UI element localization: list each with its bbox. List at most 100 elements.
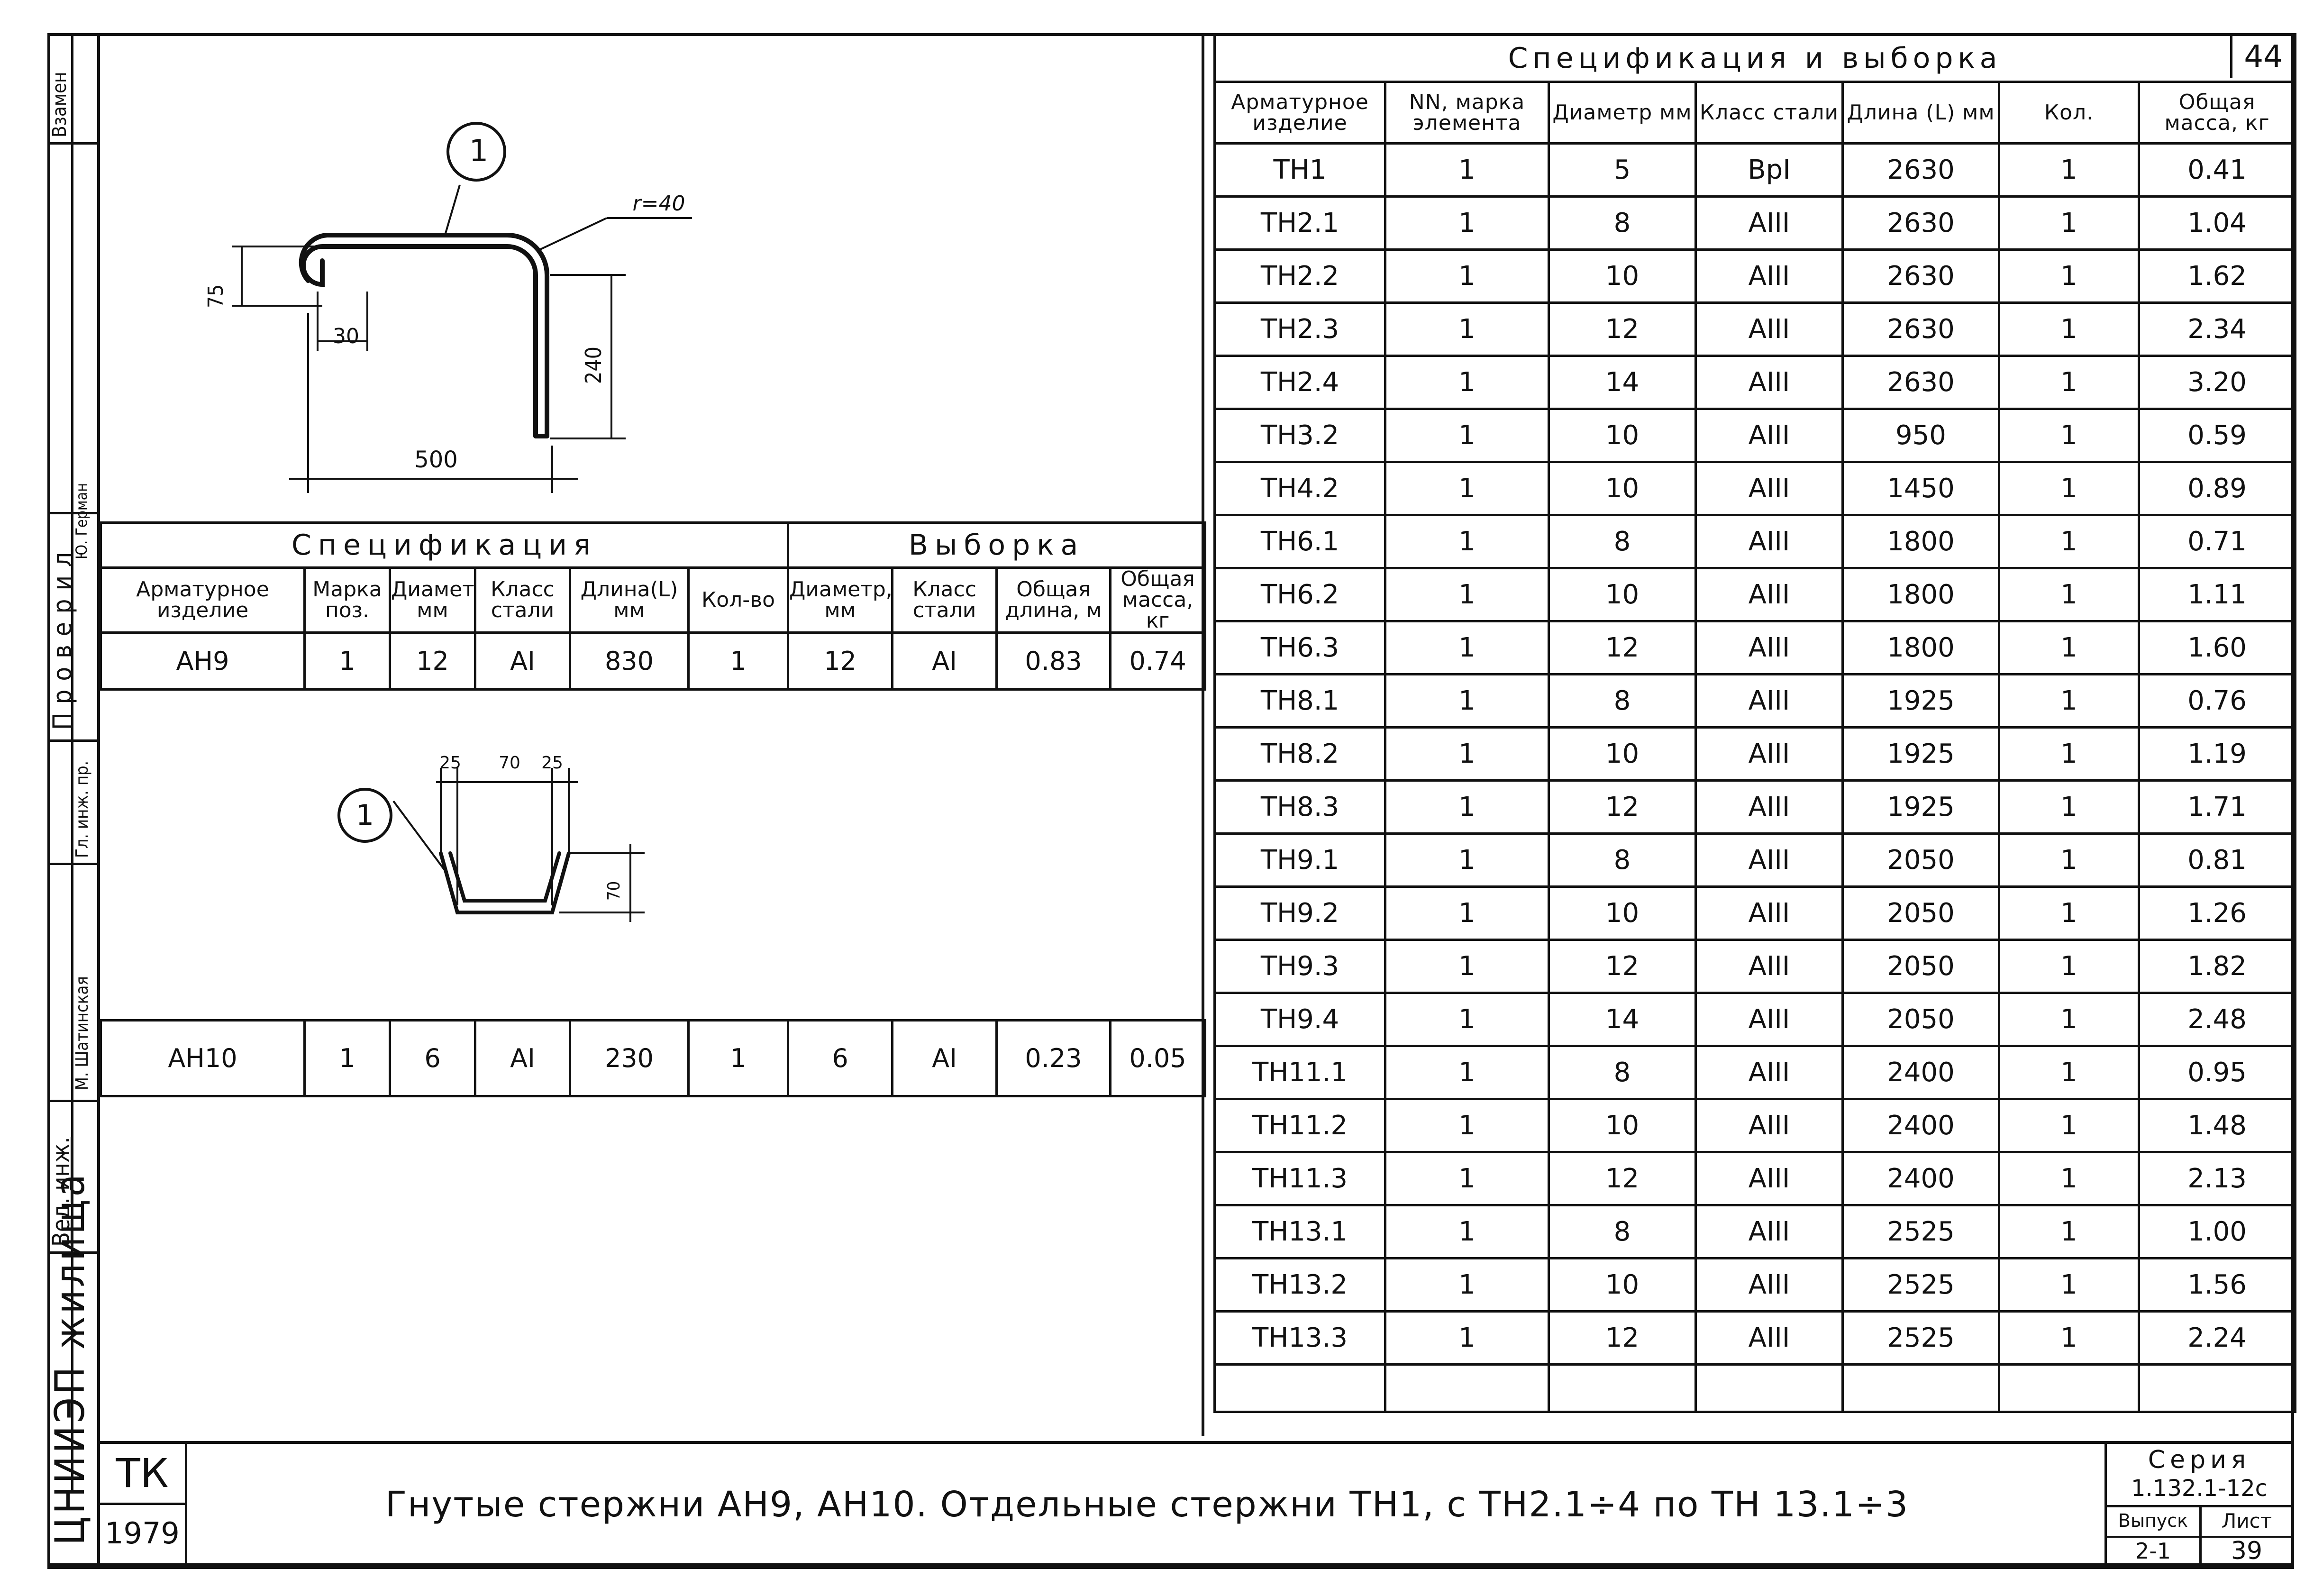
cell-element-number: 1 bbox=[1384, 461, 1550, 516]
table-cell: 830 bbox=[569, 631, 690, 691]
cell-item-mark: ТН6.2 bbox=[1213, 567, 1386, 622]
table-cell: 6 bbox=[787, 1019, 893, 1097]
cell-quantity: 1 bbox=[1998, 195, 2140, 251]
cell-length: 2525 bbox=[1841, 1310, 2000, 1366]
cell-total-mass: 1.19 bbox=[2137, 726, 2297, 782]
bar-an10-drawing bbox=[337, 768, 645, 922]
stamp-line bbox=[47, 512, 100, 514]
cell-element-number: 1 bbox=[1384, 726, 1550, 782]
col-header: Кол-во bbox=[687, 566, 790, 634]
title-block-org-line bbox=[97, 1503, 187, 1505]
cell-length: 2400 bbox=[1841, 1151, 2000, 1206]
title-block-top bbox=[97, 1441, 2294, 1444]
cell-diameter: 12 bbox=[1548, 939, 1697, 994]
cell-quantity: 1 bbox=[1998, 779, 2140, 835]
cell-diameter: 10 bbox=[1548, 408, 1697, 463]
cell-element-number: 1 bbox=[1384, 1098, 1550, 1153]
cell-steel-class: АIII bbox=[1694, 408, 1844, 463]
stamp-name-shatinskaya: М. Шатинская bbox=[73, 976, 92, 1090]
cell-length: 2050 bbox=[1841, 992, 2000, 1047]
cell-length: 2630 bbox=[1841, 195, 2000, 251]
cell-steel-class: АIII bbox=[1694, 195, 1844, 251]
cell-quantity: 1 bbox=[1998, 514, 2140, 569]
cell-length: 2400 bbox=[1841, 1098, 2000, 1153]
cell-length: 1925 bbox=[1841, 779, 2000, 835]
cell-element-number: 1 bbox=[1384, 567, 1550, 622]
cell-length: 2630 bbox=[1841, 301, 2000, 357]
cell-length: 1800 bbox=[1841, 514, 2000, 569]
left-an10-row: АН10 1 6 АI 230 1 6 АI 0.23 0.05 bbox=[100, 1019, 1206, 1097]
table-cell: АН9 bbox=[100, 631, 306, 691]
dim-leg-240: 240 bbox=[581, 347, 606, 384]
cell-item-mark: ТН2.1 bbox=[1213, 195, 1386, 251]
cell-item-mark: ТН9.3 bbox=[1213, 939, 1386, 994]
cell-total-mass: 0.71 bbox=[2137, 514, 2297, 569]
cell-total-mass: 0.41 bbox=[2137, 142, 2297, 198]
cell-element-number: 1 bbox=[1384, 1310, 1550, 1366]
table-cell: 0.23 bbox=[995, 1019, 1111, 1097]
cell-diameter: 8 bbox=[1548, 1045, 1697, 1100]
cell-length: 2050 bbox=[1841, 832, 2000, 888]
dim-offset-30: 30 bbox=[333, 324, 359, 348]
cell-total-mass: 0.95 bbox=[2137, 1045, 2297, 1100]
cell-diameter: 12 bbox=[1548, 301, 1697, 357]
stamp-name-german: Ю. Герман bbox=[73, 483, 91, 559]
cell-quantity: 1 bbox=[1998, 1204, 2140, 1259]
cell-diameter: 8 bbox=[1548, 1204, 1697, 1259]
cell-element-number: 1 bbox=[1384, 832, 1550, 888]
cell-total-mass: 1.00 bbox=[2137, 1204, 2297, 1259]
cell-length: 2050 bbox=[1841, 885, 2000, 941]
cell-quantity: 1 bbox=[1998, 142, 2140, 198]
col-header: Общая длина, м bbox=[995, 566, 1112, 634]
cell-item-mark: ТН6.1 bbox=[1213, 514, 1386, 569]
dim-height-75: 75 bbox=[204, 284, 228, 308]
cell-quantity: 1 bbox=[1998, 1257, 2140, 1313]
table-cell: 12 bbox=[389, 631, 476, 691]
cell-total-mass: 0.76 bbox=[2137, 673, 2297, 729]
cell-length: 2050 bbox=[1841, 939, 2000, 994]
cell-total-mass: 1.48 bbox=[2137, 1098, 2297, 1153]
stamp-line bbox=[47, 142, 100, 145]
cell-steel-class: АIII bbox=[1694, 1098, 1844, 1153]
bar-an9-drawing bbox=[232, 122, 692, 493]
col-header: Диаметр мм bbox=[389, 566, 476, 634]
cell-steel-class: АIII bbox=[1694, 514, 1844, 569]
cell-quantity: 1 bbox=[1998, 1310, 2140, 1366]
cell-item-mark: ТН11.3 bbox=[1213, 1151, 1386, 1206]
col-header: Общая масса, кг bbox=[1109, 566, 1207, 634]
cell-quantity: 1 bbox=[1998, 301, 2140, 357]
table-cell-empty bbox=[1548, 1363, 1697, 1413]
cell-element-number: 1 bbox=[1384, 355, 1550, 410]
cell-element-number: 1 bbox=[1384, 195, 1550, 251]
cell-steel-class: АIII bbox=[1694, 1310, 1844, 1366]
table-cell: АI bbox=[474, 631, 571, 691]
cell-element-number: 1 bbox=[1384, 301, 1550, 357]
dim-mid-70: 70 bbox=[499, 753, 520, 773]
cell-element-number: 1 bbox=[1384, 1204, 1550, 1259]
cell-diameter: 10 bbox=[1548, 248, 1697, 304]
col-header: Марка поз. bbox=[303, 566, 391, 634]
sheet-corner-number: 44 bbox=[2230, 36, 2293, 78]
table-cell-empty bbox=[2137, 1363, 2297, 1413]
cell-quantity: 1 bbox=[1998, 461, 2140, 516]
col-header: Диаметр мм bbox=[1548, 81, 1697, 145]
cell-quantity: 1 bbox=[1998, 248, 2140, 304]
table-cell: АI bbox=[474, 1019, 571, 1097]
table-row-empty bbox=[1213, 1363, 2297, 1413]
left-spec-table: Спецификация Выборка Арматурное изделие … bbox=[99, 521, 1207, 691]
stamp-line bbox=[47, 1100, 100, 1102]
cell-steel-class: АIII bbox=[1694, 1257, 1844, 1313]
cell-steel-class: АIII bbox=[1694, 832, 1844, 888]
cell-element-number: 1 bbox=[1384, 1045, 1550, 1100]
table-cell: 1 bbox=[687, 631, 790, 691]
table-cell-empty bbox=[1998, 1363, 2140, 1413]
table-cell: 0.74 bbox=[1109, 631, 1207, 691]
table-cell: 0.83 bbox=[995, 631, 1112, 691]
